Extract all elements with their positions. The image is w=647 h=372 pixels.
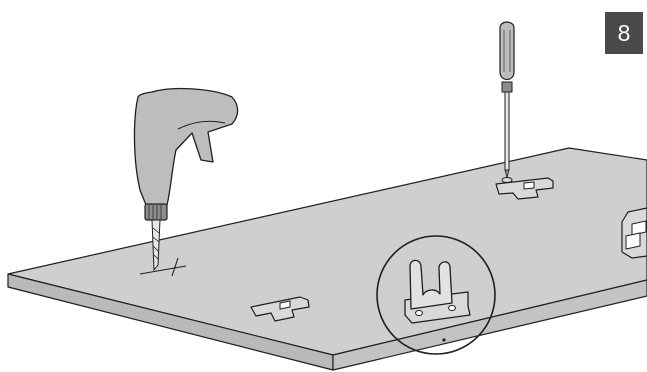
screw-hole-left [416, 310, 423, 315]
step-number-badge: 8 [605, 12, 643, 54]
drill-chuck [145, 204, 167, 220]
screw-hole-right [449, 305, 456, 310]
board-top-surface [8, 148, 647, 355]
screwdriver-icon [500, 22, 514, 183]
bracket-right [622, 208, 647, 258]
